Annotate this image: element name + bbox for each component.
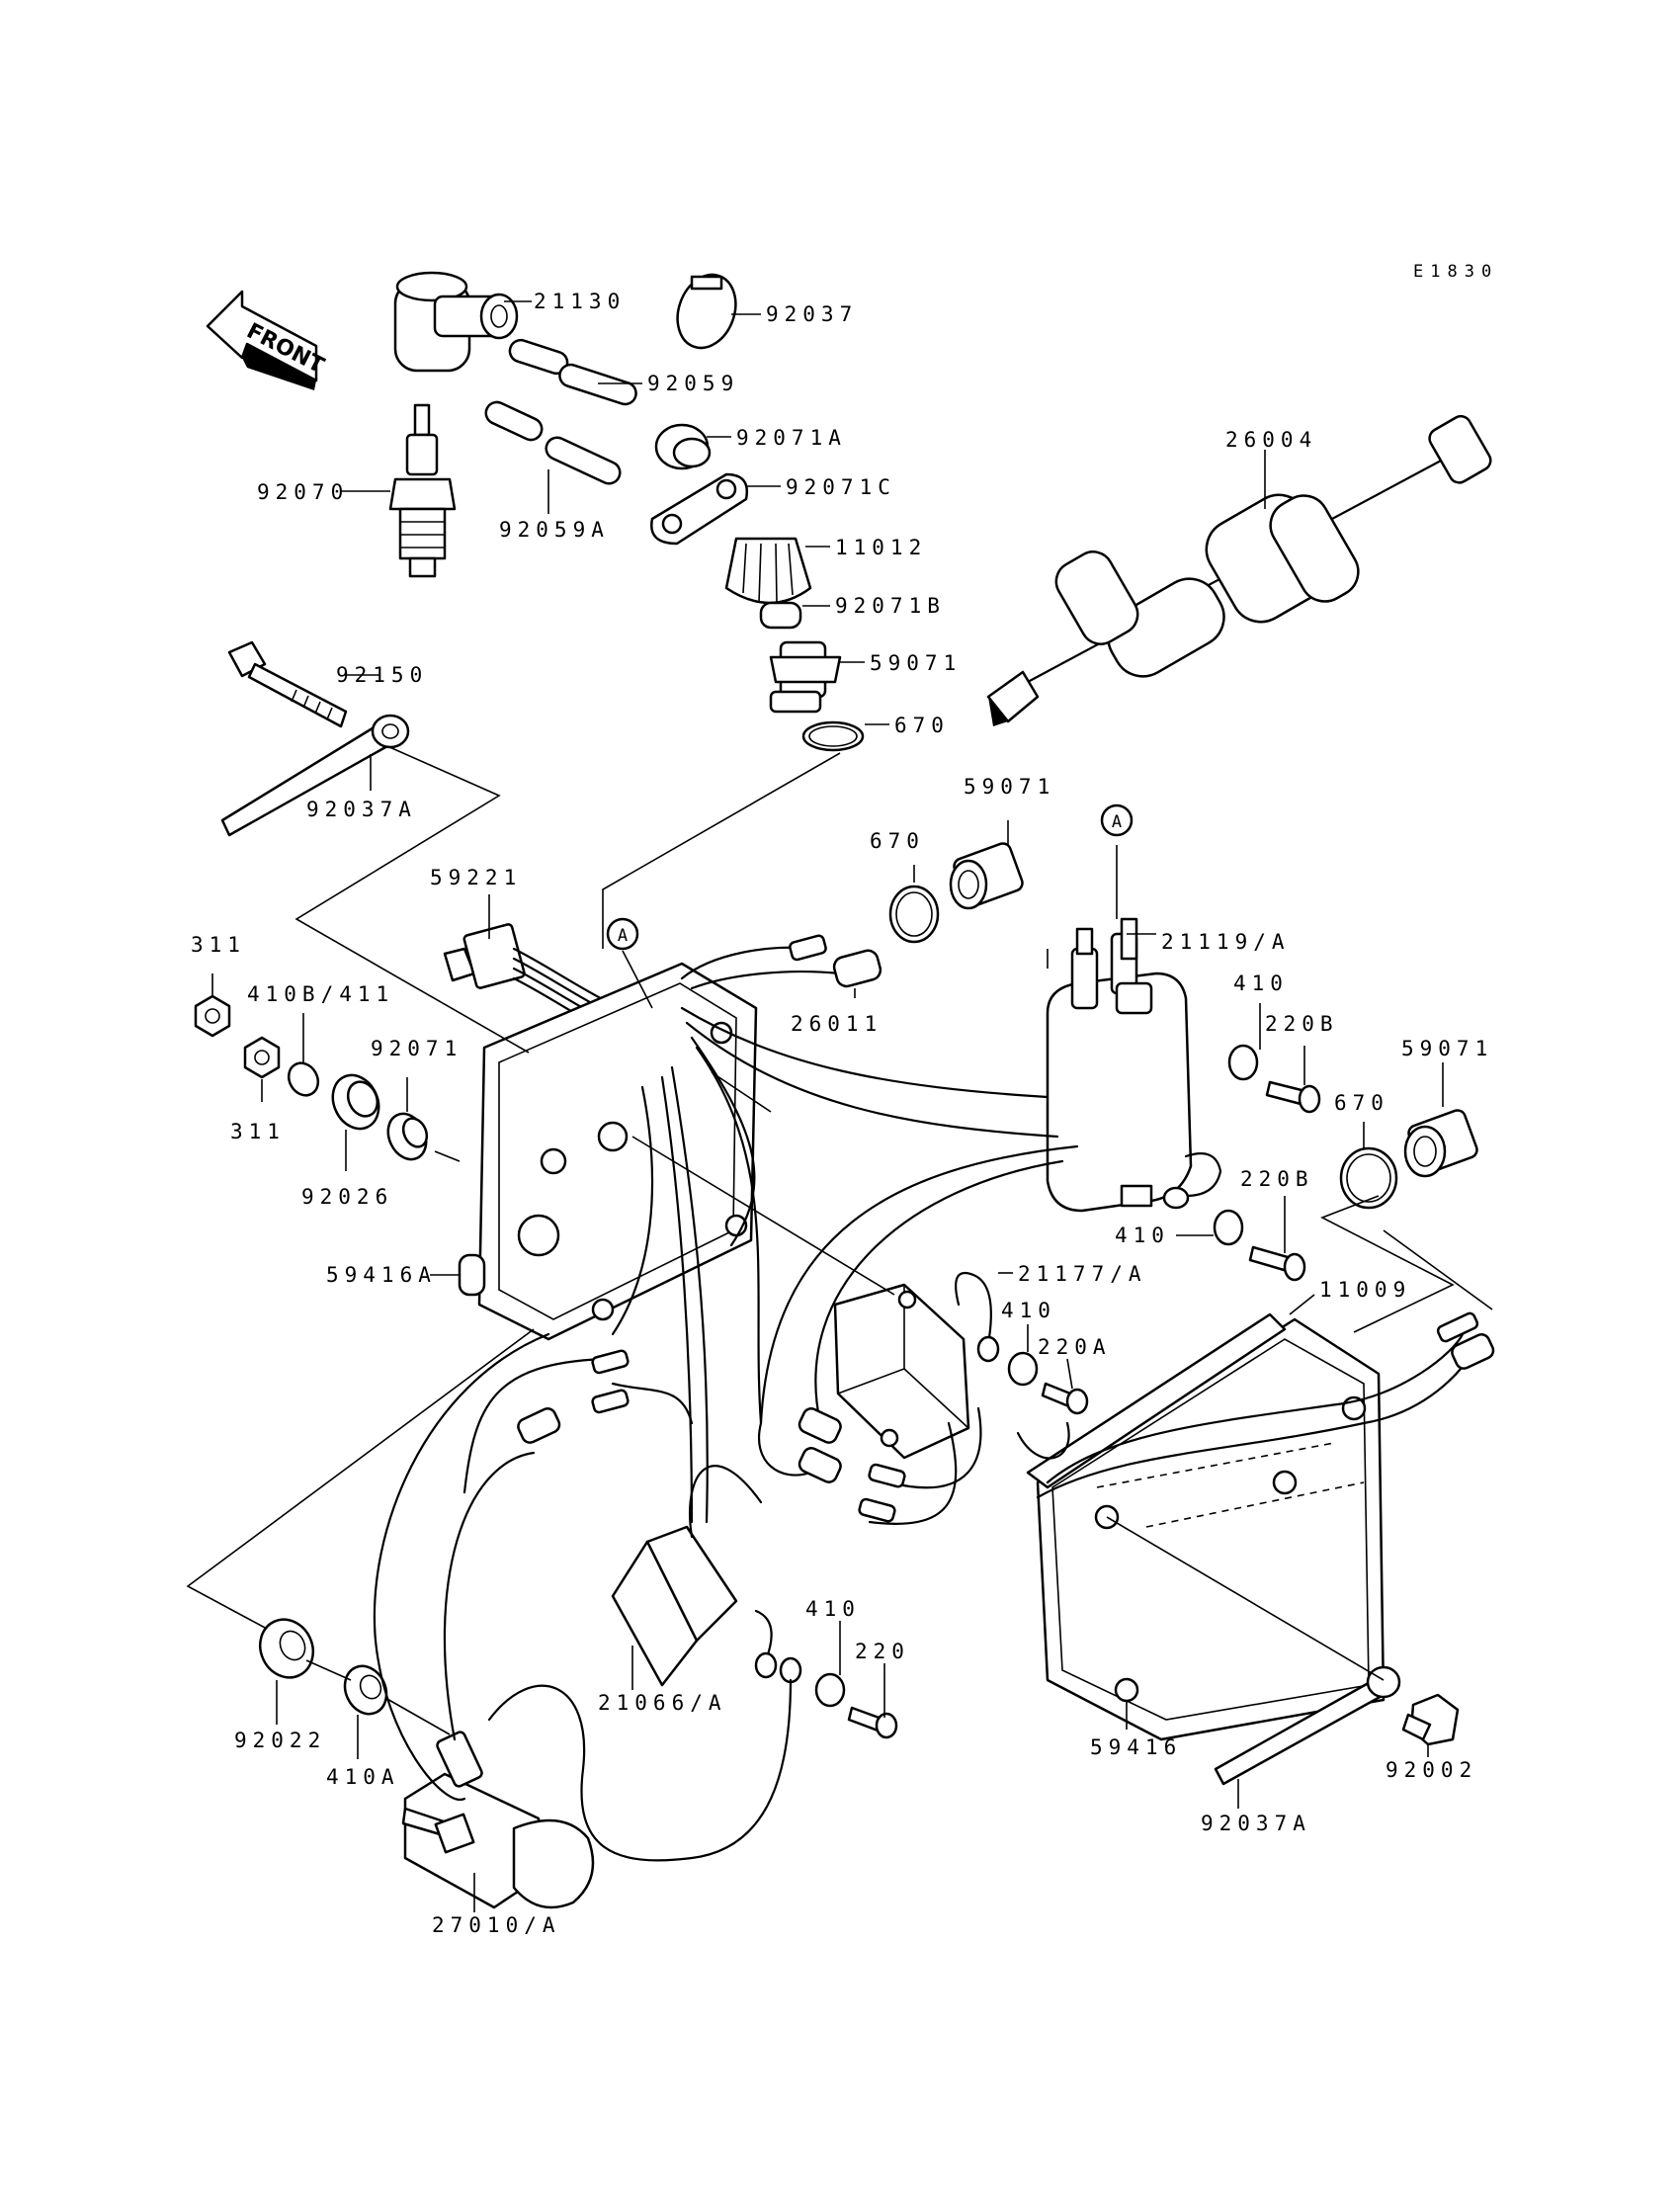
hose-clamp (676, 273, 737, 350)
wire-26011 (680, 934, 882, 990)
washer-410-rect (814, 1672, 846, 1708)
right-case-59416 (1036, 1317, 1386, 1741)
part-label: 26011 (791, 1012, 882, 1036)
part-label: 11012 (835, 536, 927, 559)
part-label: 311 (191, 933, 246, 957)
bolt-92150 (227, 640, 348, 728)
part-label: 92070 (257, 480, 349, 504)
part-label: 311 (230, 1120, 286, 1143)
part-label: 410A (326, 1765, 400, 1789)
part-label: 21066/A (598, 1691, 727, 1715)
washer-410-cdi (1007, 1351, 1039, 1387)
part-label: 92026 (301, 1185, 393, 1209)
part-label: 59416 (1090, 1735, 1182, 1759)
part-label: 26004 (1225, 428, 1317, 452)
part-label: 410 (1233, 972, 1289, 995)
part-label: 92071C (786, 475, 896, 499)
washer-410-coil-top (1227, 1044, 1259, 1081)
part-label: 410 (805, 1597, 861, 1621)
nut-311-top (194, 994, 231, 1038)
part-label: 92150 (336, 663, 428, 687)
gasket-11009 (1026, 1312, 1287, 1489)
grommet-92071a (654, 423, 712, 470)
tool-26004 (986, 414, 1492, 726)
ring-terminal-rect (779, 1656, 802, 1684)
part-label: 92037A (306, 798, 417, 821)
part-label: 410 (1115, 1224, 1170, 1247)
grommet-92071b (759, 601, 802, 630)
wiring-harness (373, 1006, 1495, 1862)
part-label: 11009 (1319, 1278, 1411, 1302)
terminal-59071-top (769, 640, 842, 714)
part-labels: 21130 92037 92059 92070 92059A 92071A 92… (191, 290, 1493, 1937)
o-ring-670-right (1339, 1146, 1398, 1210)
cap-11012 (724, 537, 812, 605)
part-label: 92059 (647, 372, 739, 395)
front-arrow-icon: FRONT (206, 290, 328, 390)
part-label: 59071 (964, 775, 1055, 799)
bolt-220 (847, 1706, 898, 1739)
part-label: 21177/A (1018, 1262, 1147, 1286)
part-label: 21130 (534, 290, 626, 313)
starter-relay-27010 (401, 1731, 595, 1909)
cdi-unit-21177 (833, 1272, 1000, 1460)
washer-410-coil-bottom (1213, 1209, 1244, 1246)
spark-plug-cap (393, 271, 519, 373)
part-label: 670 (1334, 1091, 1389, 1115)
part-label: 92071 (371, 1037, 462, 1060)
part-label: 92002 (1386, 1758, 1477, 1782)
rectifier-21066 (611, 1465, 778, 1687)
ignition-coil-21119 (1046, 917, 1222, 1213)
part-label: 92037A (1201, 1812, 1311, 1835)
leader-lines (186, 300, 1493, 1912)
part-label: 59071 (1401, 1037, 1493, 1060)
grommet-92071 (386, 1112, 429, 1161)
nut-311-bottom (243, 1036, 281, 1079)
svg-text:A: A (618, 926, 628, 946)
part-label: 59071 (870, 651, 962, 675)
callout-marker-right: A (1100, 803, 1134, 837)
part-label: 27010/A (432, 1913, 561, 1937)
grommet-92026 (331, 1073, 380, 1131)
part-label: 670 (894, 714, 950, 737)
part-label: 670 (870, 829, 925, 853)
washer-410b (287, 1061, 320, 1097)
part-label: 92071B (835, 594, 946, 618)
o-ring-670-mid (888, 885, 940, 944)
tube-pieces (484, 338, 637, 485)
grommet-92022 (258, 1618, 315, 1679)
part-label: 92059A (499, 518, 610, 542)
bolt-220b-coil-top (1265, 1080, 1321, 1114)
o-ring-670-top (801, 720, 865, 752)
callout-marker-left: A (606, 917, 639, 951)
part-label: 59221 (430, 866, 522, 889)
terminal-59071-right (1403, 1109, 1478, 1178)
part-label: 410B/411 (247, 982, 394, 1006)
part-label: 220A (1038, 1335, 1112, 1359)
part-label: 92071A (736, 426, 847, 450)
part-label: 410 (1001, 1299, 1056, 1322)
diagram-code: E1830 (1413, 262, 1498, 282)
part-label: 21119/A (1161, 930, 1291, 954)
svg-text:A: A (1112, 812, 1122, 832)
part-label: 92037 (766, 302, 858, 326)
part-label: 59416A (326, 1263, 437, 1287)
bolt-220b-coil-bottom (1248, 1245, 1306, 1282)
spark-plug (388, 403, 457, 578)
bolt-92002 (1401, 1693, 1460, 1746)
bracket-92071c (650, 472, 749, 546)
part-label: 220B (1240, 1167, 1314, 1191)
part-label: 220 (855, 1640, 910, 1663)
part-label: 92022 (234, 1729, 326, 1752)
left-case-59416a (458, 962, 758, 1341)
terminal-59071-mid (949, 842, 1024, 910)
part-label: 220B (1265, 1012, 1339, 1036)
bolt-220a (1041, 1382, 1089, 1415)
